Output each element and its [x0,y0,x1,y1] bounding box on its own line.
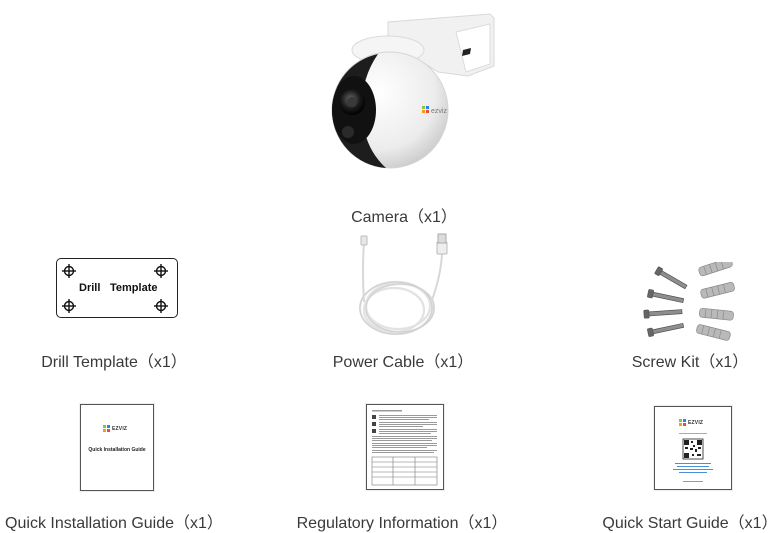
screw-kit-label: Screw Kit（x1） [631,354,749,371]
regulatory-information-image [366,404,444,490]
quick-installation-guide-label: Quick Installation Guide（x1） [5,515,223,532]
regulatory-information-label: Regulatory Information（x1） [296,515,508,532]
power-cable-image [350,232,460,342]
quick-start-guide-image: EZVIZ [654,406,732,490]
power-cable-label: Power Cable（x1） [332,354,474,371]
qig-cover-title: Quick Installation Guide [88,447,146,453]
drill-text: Drill [79,282,101,294]
screw-kit-image [642,257,742,342]
camera-image: ezviz [318,10,498,170]
ezviz-logo: EZVIZ [103,425,127,432]
svg-text:ezviz: ezviz [431,108,447,115]
ezviz-logo: EZVIZ [679,419,703,426]
drill-template-label: Drill Template（x1） [41,354,187,371]
template-text: Template [110,282,158,294]
quick-start-guide-label: Quick Start Guide（x1） [602,515,776,532]
camera-label: Camera（x1） [351,209,457,226]
drill-template-image: Drill Template [56,258,178,318]
quick-installation-guide-image: EZVIZ Quick Installation Guide [80,404,154,491]
